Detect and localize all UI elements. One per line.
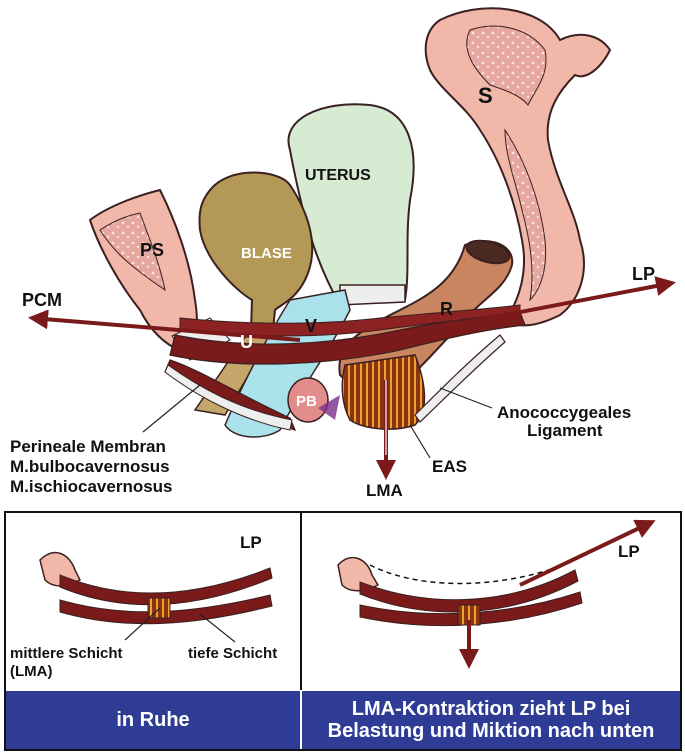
label-pcm: PCM: [22, 290, 62, 310]
left-label-mittlere-1: mittlere Schicht: [10, 645, 123, 662]
eas-muscle: [341, 354, 426, 430]
caption-right-line-1: LMA-Kontraktion zieht LP bei: [351, 698, 631, 720]
label-perineale-2: M.bulbocavernosus: [10, 457, 170, 476]
label-r: R: [440, 299, 453, 319]
label-lma: LMA: [366, 481, 403, 500]
uterus: [287, 103, 415, 307]
label-s: S: [478, 83, 493, 108]
right-label-lp: LP: [618, 542, 640, 561]
left-panel-diagram: [39, 551, 273, 643]
label-perineale-1: Perineale Membran: [10, 437, 166, 456]
perineal-body: [287, 377, 329, 423]
label-anococcygeales-2: Ligament: [527, 421, 603, 440]
label-u: U: [240, 332, 253, 352]
label-pb: PB: [296, 393, 317, 410]
pcm-arrow: [28, 309, 301, 342]
label-perineale-3: M.ischiocavernosus: [10, 477, 173, 496]
label-lp: LP: [632, 264, 655, 284]
label-eas: EAS: [432, 457, 467, 476]
caption-right: LMA-Kontraktion zieht LP bei Belastung u…: [302, 691, 680, 749]
caption-left: in Ruhe: [6, 691, 300, 749]
lp-arrow: [399, 276, 676, 337]
bladder: [198, 171, 314, 361]
label-uterus: UTERUS: [305, 167, 371, 184]
left-label-lp: LP: [240, 533, 262, 552]
levator-plate: [169, 311, 526, 365]
right-panel-diagram: [337, 519, 656, 669]
left-label-tiefe: tiefe Schicht: [188, 645, 277, 662]
caption-right-line-2: Belastung und Miktion nach unten: [327, 720, 655, 742]
label-ps: PS: [140, 240, 164, 260]
sacrum: [424, 7, 612, 327]
lma-block-rest: [147, 597, 171, 619]
label-anococcygeales-1: Anococcygeales: [497, 403, 631, 422]
bottom-panel-frame: [4, 511, 682, 751]
label-blase: BLASE: [241, 245, 292, 262]
label-v: V: [305, 316, 317, 336]
left-label-mittlere-2: (LMA): [10, 663, 52, 680]
caption-left-text: in Ruhe: [116, 709, 190, 731]
